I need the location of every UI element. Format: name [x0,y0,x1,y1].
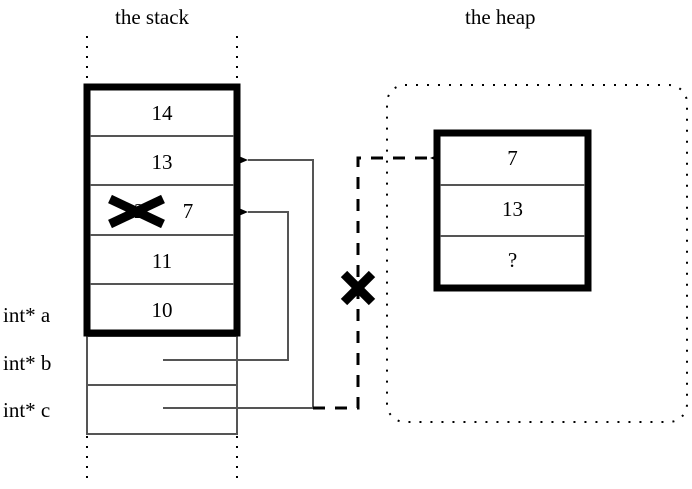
stack-cell-value-2-new: 7 [182,199,194,223]
stack-var-label-b: int* b [3,351,52,375]
heap-block-box [433,129,592,292]
stack-cell-value-0: 14 [151,101,173,125]
pointer-line-c [163,154,314,409]
stack-cell-value-2-old: 12 [123,199,145,223]
heap-cell-value-2: ? [507,248,518,272]
stack-pointer-cells [86,335,238,435]
stack-cell-value-1: 13 [151,150,173,174]
stack-var-label-c: int* c [3,398,51,422]
heap-cell-value-0: 7 [507,146,518,170]
heap-region-boundary [386,84,688,423]
heap-title: the heap [465,5,536,29]
stack-var-label-a: int* a [3,303,51,327]
stack-cell-value-3: 11 [151,249,173,273]
struck-value-x-mark [108,194,165,229]
invalidated-pointer-x-mark [340,270,376,306]
pointer-line-b [163,206,289,361]
heap-cell-value-1: 13 [502,197,523,221]
dangling-pointer-dashed-path [313,152,444,410]
stack-dotted-guides-top [86,36,238,86]
stack-title: the stack [115,5,190,29]
stack-cell-value-4: 10 [151,298,173,322]
stack-dotted-guides-bottom [86,436,238,486]
